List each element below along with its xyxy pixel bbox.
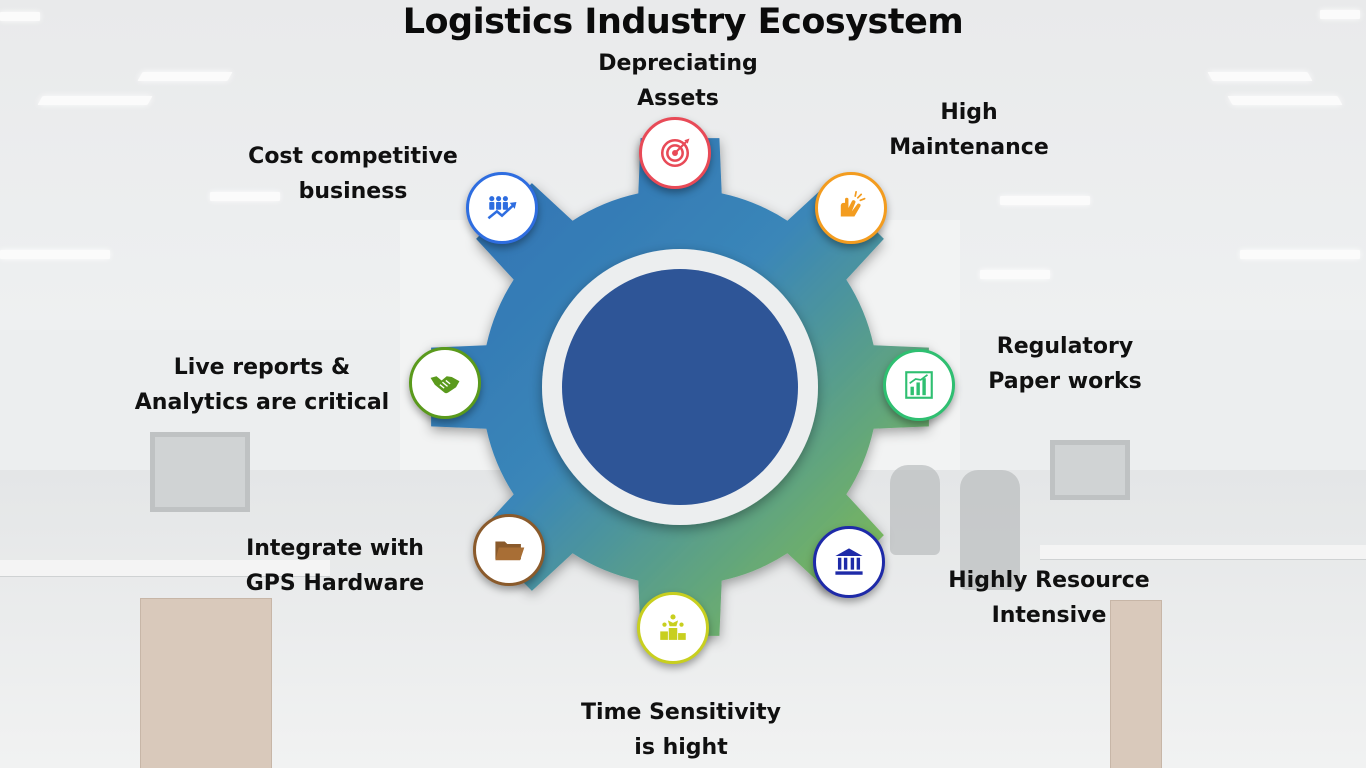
page-title: Logistics Industry Ecosystem <box>402 2 964 42</box>
highly-resource-intensive-node <box>813 526 885 598</box>
bank-icon <box>835 548 863 575</box>
ceiling-light <box>1240 250 1360 259</box>
ceiling-light <box>0 250 110 259</box>
bar-chart-icon <box>905 371 933 399</box>
office-chair <box>960 470 1020 590</box>
gear-hub <box>562 269 798 505</box>
live-reports-analytics-node <box>409 347 481 419</box>
ceiling-light <box>210 192 280 201</box>
label-live-reports-analytics: Live reports &Analytics are critical <box>134 355 390 415</box>
ceiling-light <box>980 270 1050 279</box>
high-maintenance-node <box>815 172 887 244</box>
team-growth-icon <box>487 196 517 220</box>
drawer-cabinet <box>140 598 272 768</box>
folder-icon <box>495 541 525 561</box>
desk <box>1040 545 1366 559</box>
hands-icon <box>840 191 866 217</box>
desk <box>0 560 330 576</box>
target-icon <box>660 138 690 168</box>
integrate-gps-hardware-node <box>473 514 545 586</box>
regulatory-paper-works-node <box>883 349 955 421</box>
cost-competitive-node <box>466 172 538 244</box>
ceiling-light <box>0 12 40 21</box>
handshake-icon <box>430 376 460 394</box>
monitor <box>150 432 250 512</box>
drawer-cabinet <box>1110 600 1162 768</box>
office-chair <box>890 465 940 555</box>
monitor <box>1050 440 1130 500</box>
depreciating-assets-node <box>639 117 711 189</box>
podium-icon <box>660 614 686 640</box>
ceiling-light <box>1320 10 1360 19</box>
ceiling-light <box>1000 196 1090 205</box>
time-sensitivity-node <box>637 592 709 664</box>
